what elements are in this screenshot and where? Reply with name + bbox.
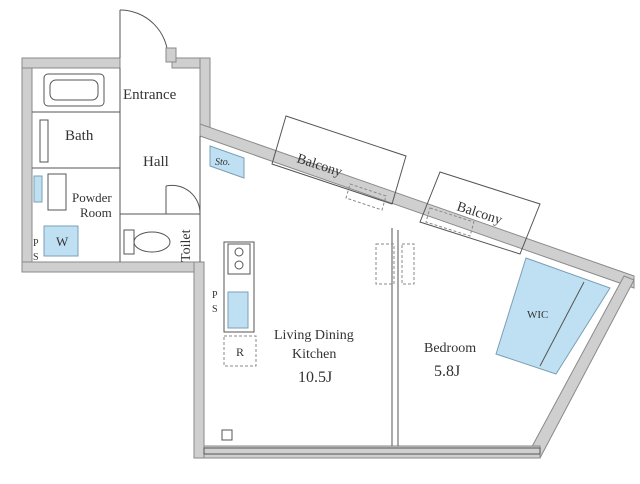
washer-label: W xyxy=(56,234,69,249)
entrance-label: Entrance xyxy=(123,87,177,103)
windows xyxy=(203,243,541,455)
balcony-1 xyxy=(271,115,407,211)
interior-walls xyxy=(32,68,399,446)
refrigerator-label: R xyxy=(236,345,244,359)
ldk-label-1: Living Dining xyxy=(274,328,354,343)
entrance-door-icon xyxy=(119,9,177,63)
wic-rail xyxy=(539,281,585,367)
refrigerator-space xyxy=(223,335,257,367)
toilet-icon xyxy=(123,229,171,255)
ldk-label-2: Kitchen xyxy=(292,347,336,362)
storage-label: Sto. xyxy=(215,157,230,168)
ldk-size-label: 10.5J xyxy=(298,369,332,386)
powder-room-label-1: Powder xyxy=(72,190,112,205)
storage-area xyxy=(209,145,245,179)
balcony-2 xyxy=(419,171,541,255)
sink-icon xyxy=(33,173,67,211)
stove-icon xyxy=(227,243,251,275)
kitchen-sink-icon xyxy=(227,291,249,329)
powder-room-label-2: Room xyxy=(80,205,112,220)
bathtub-icon xyxy=(43,73,105,107)
bath-shelf xyxy=(39,119,49,163)
floor-drain-icon xyxy=(221,429,233,441)
toilet-label: Toilet xyxy=(179,229,194,262)
hall-label: Hall xyxy=(143,154,169,170)
wic-label: WIC xyxy=(527,309,548,321)
toilet-door-icon xyxy=(165,184,201,215)
washer-icon xyxy=(43,225,79,257)
bath-label: Bath xyxy=(65,128,94,144)
bedroom-size-label: 5.8J xyxy=(434,363,460,380)
outer-walls xyxy=(21,57,635,459)
bedroom-label: Bedroom xyxy=(424,341,476,356)
